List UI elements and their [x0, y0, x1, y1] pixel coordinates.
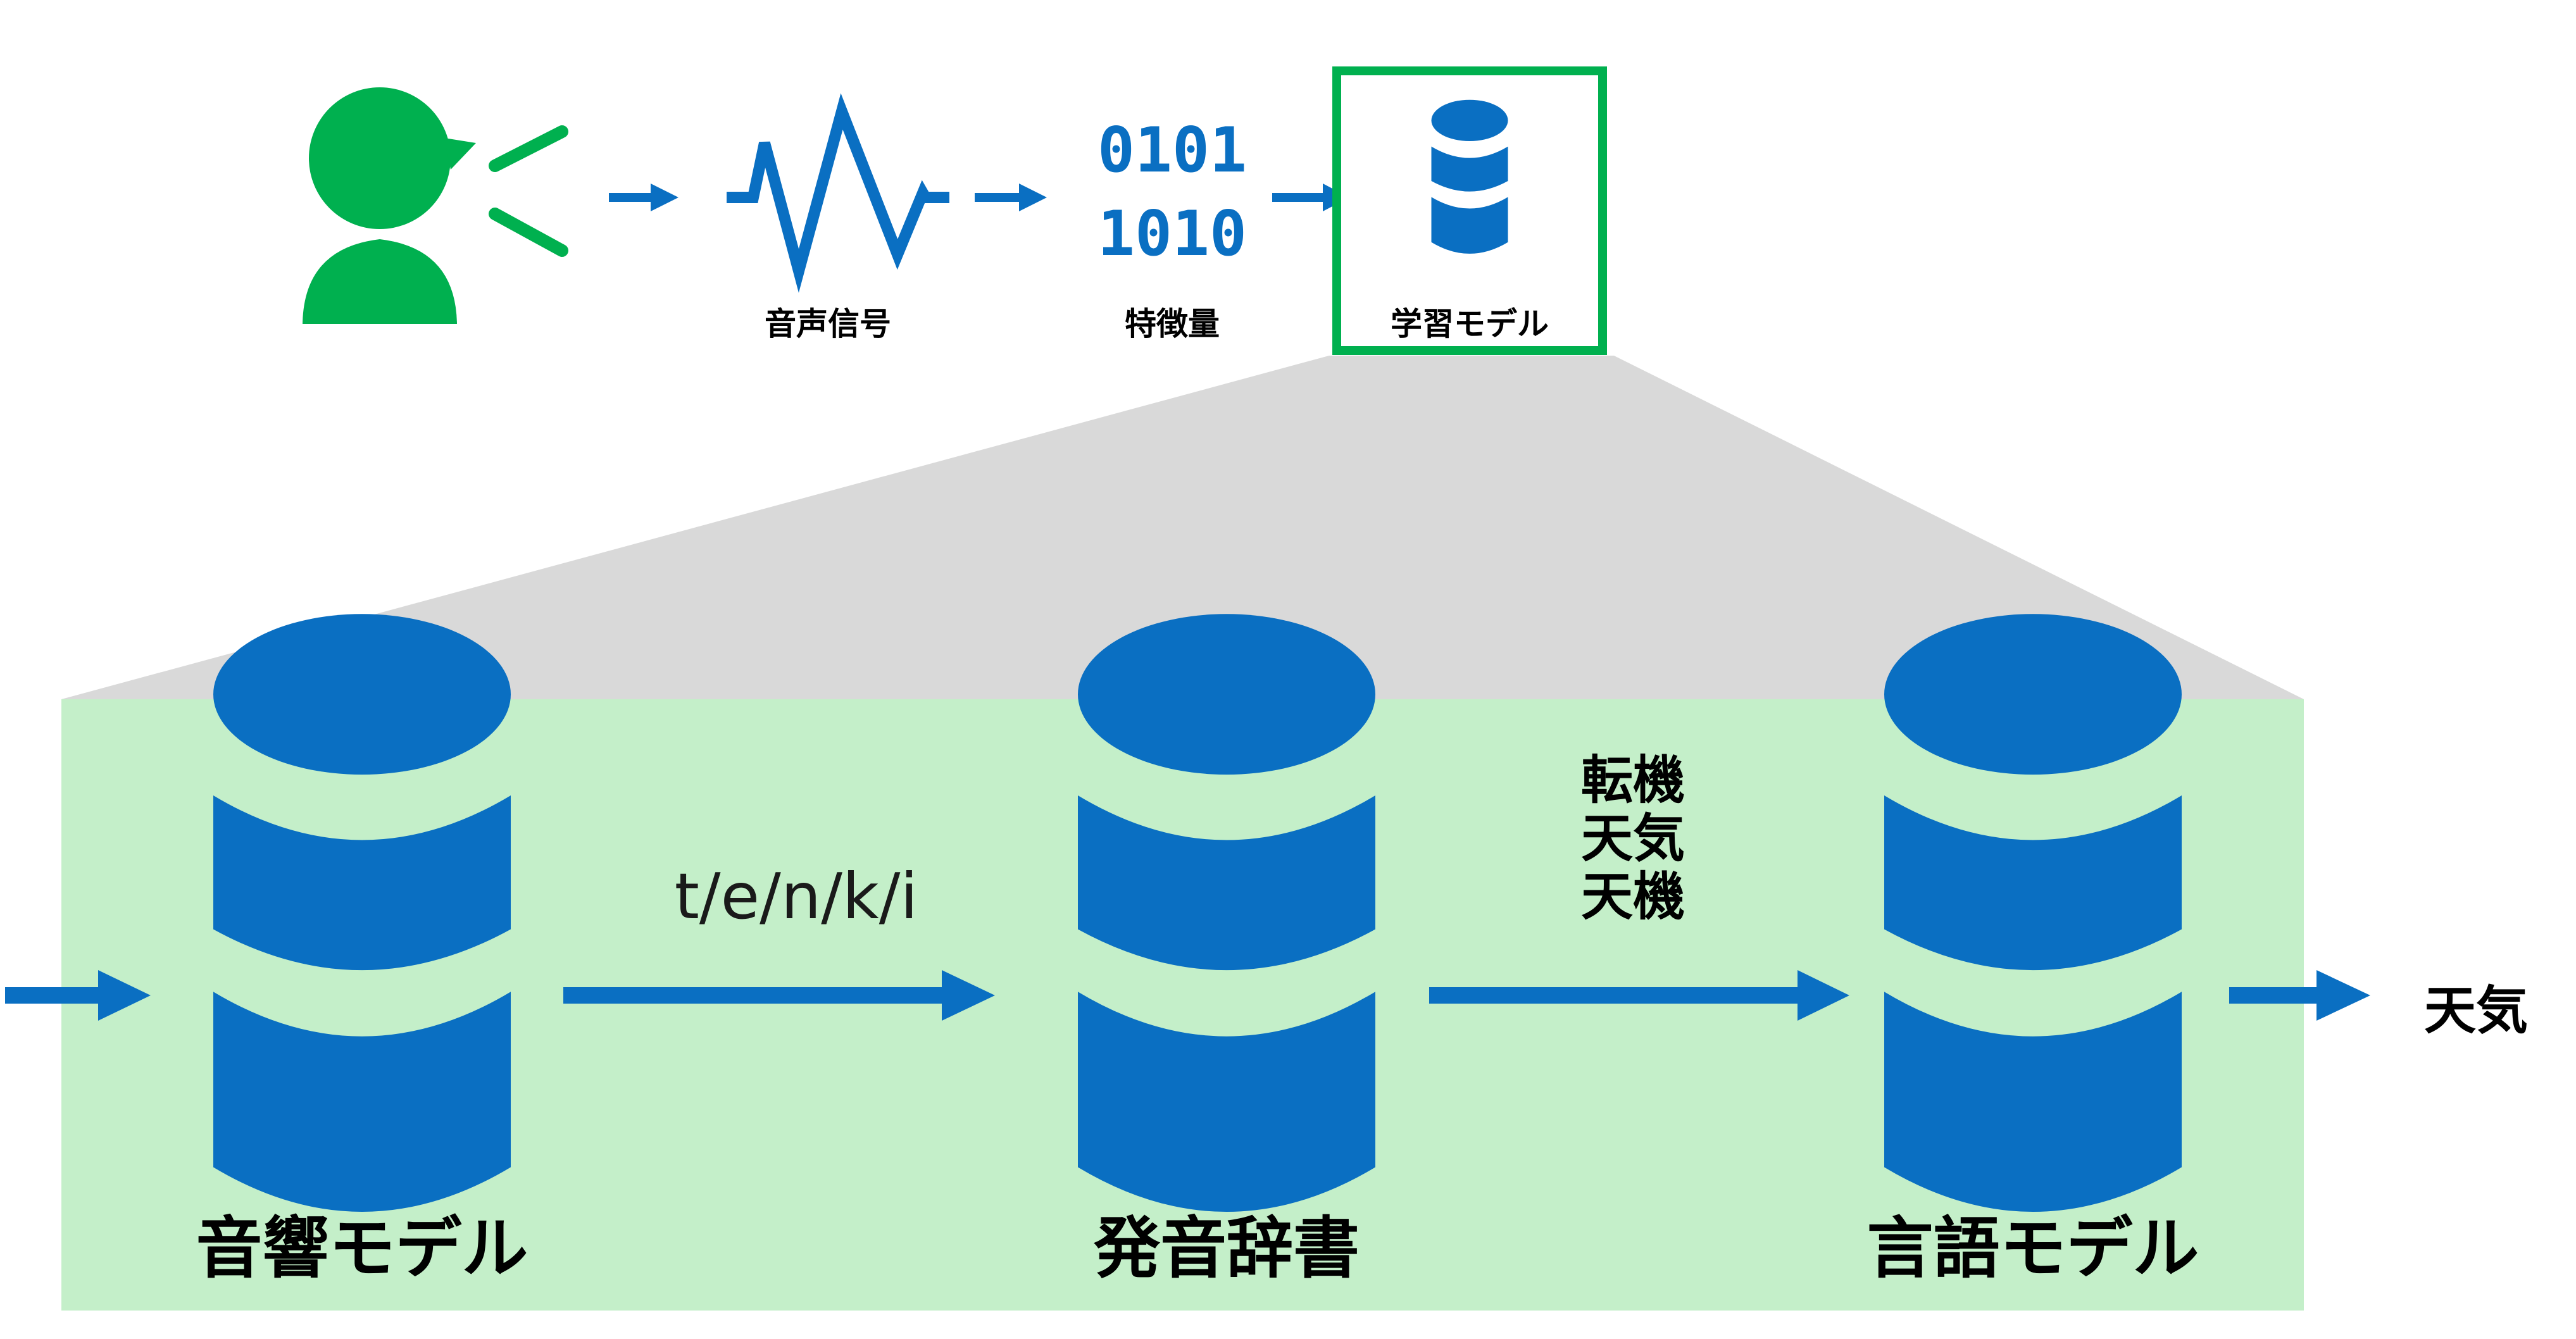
database-icon	[1884, 614, 2182, 1212]
model-detail-panel	[61, 699, 2304, 1311]
arrow-input-to-acoustic	[5, 970, 151, 1021]
phoneme-sequence: t/e/n/k/i	[674, 859, 918, 933]
recognition-result: 天気	[2424, 981, 2529, 1041]
arrow-language-to-output	[2229, 970, 2370, 1021]
word-candidates: 転機 天気 天機	[1581, 752, 1685, 926]
signal-label: 音声信号	[765, 306, 891, 342]
feature-bits-row: 0101	[1097, 115, 1247, 187]
feature-bits: 0101 1010	[1097, 109, 1247, 276]
arrow-signal-to-features	[975, 184, 1047, 211]
database-icon	[1078, 614, 1375, 1212]
arrow-speech-to-signal	[609, 184, 678, 211]
model-label: 学習モデル	[1391, 306, 1549, 342]
database-icon	[213, 614, 511, 1212]
feature-bits-row: 1010	[1097, 198, 1247, 270]
waveform-icon	[727, 93, 949, 293]
acoustic-model-label: 音響モデル	[196, 1210, 528, 1287]
candidate-word: 天気	[1580, 809, 1685, 869]
arrow-dictionary-to-language	[1429, 970, 1849, 1021]
language-model-label: 言語モデル	[1866, 1210, 2199, 1287]
arrow-acoustic-to-dictionary	[563, 970, 995, 1021]
speaker-icon	[303, 87, 568, 324]
database-icon	[1431, 99, 1508, 254]
candidate-word: 転機	[1580, 750, 1685, 811]
candidate-word: 天機	[1580, 867, 1685, 927]
pronunciation-dictionary-label: 発音辞書	[1093, 1210, 1360, 1287]
zoom-funnel	[61, 356, 2304, 699]
feature-label: 特徴量	[1125, 306, 1220, 342]
